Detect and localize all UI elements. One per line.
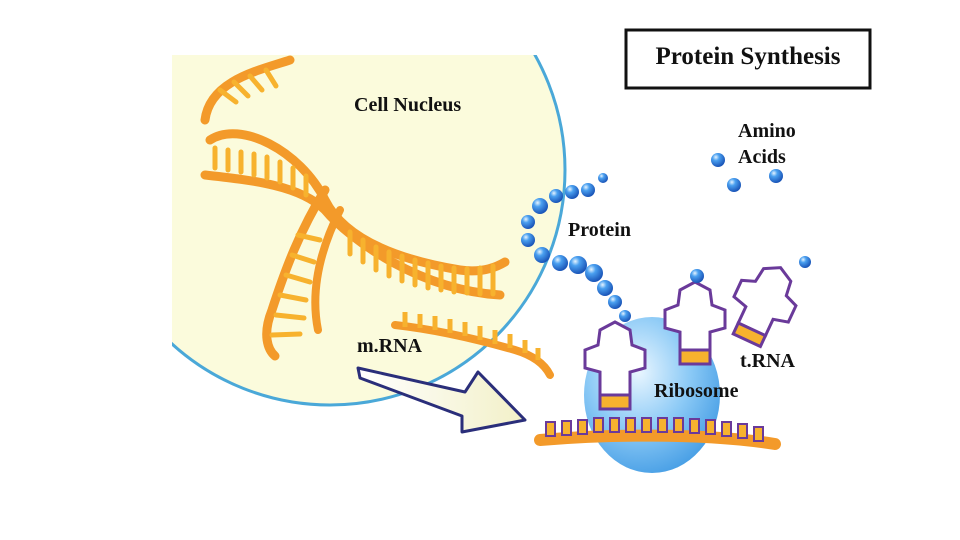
label-mrna: m.RNA <box>357 335 423 357</box>
label-protein: Protein <box>568 219 631 241</box>
protein-chain <box>521 173 631 322</box>
label-amino-line-1: Amino <box>738 120 796 142</box>
mrna-strand <box>391 312 554 379</box>
label-ribosome: Ribosome <box>654 380 739 402</box>
trna-molecule-2 <box>663 280 727 366</box>
title-box <box>624 28 872 90</box>
trna-molecules <box>583 266 798 411</box>
label-cell-nucleus: Cell Nucleus <box>354 94 461 116</box>
trna-molecule-1 <box>583 320 647 411</box>
dna-strand-outer <box>200 55 295 125</box>
trna-molecule-3 <box>731 266 798 349</box>
amino-acids <box>690 153 811 283</box>
dna-double-helix <box>200 55 510 361</box>
mrna-on-ribosome <box>534 417 781 450</box>
diagram-title: Protein Synthesis <box>656 43 841 70</box>
label-trna: t.RNA <box>740 350 796 372</box>
label-amino-line-2: Acids <box>738 146 786 168</box>
transport-arrow <box>356 366 527 434</box>
